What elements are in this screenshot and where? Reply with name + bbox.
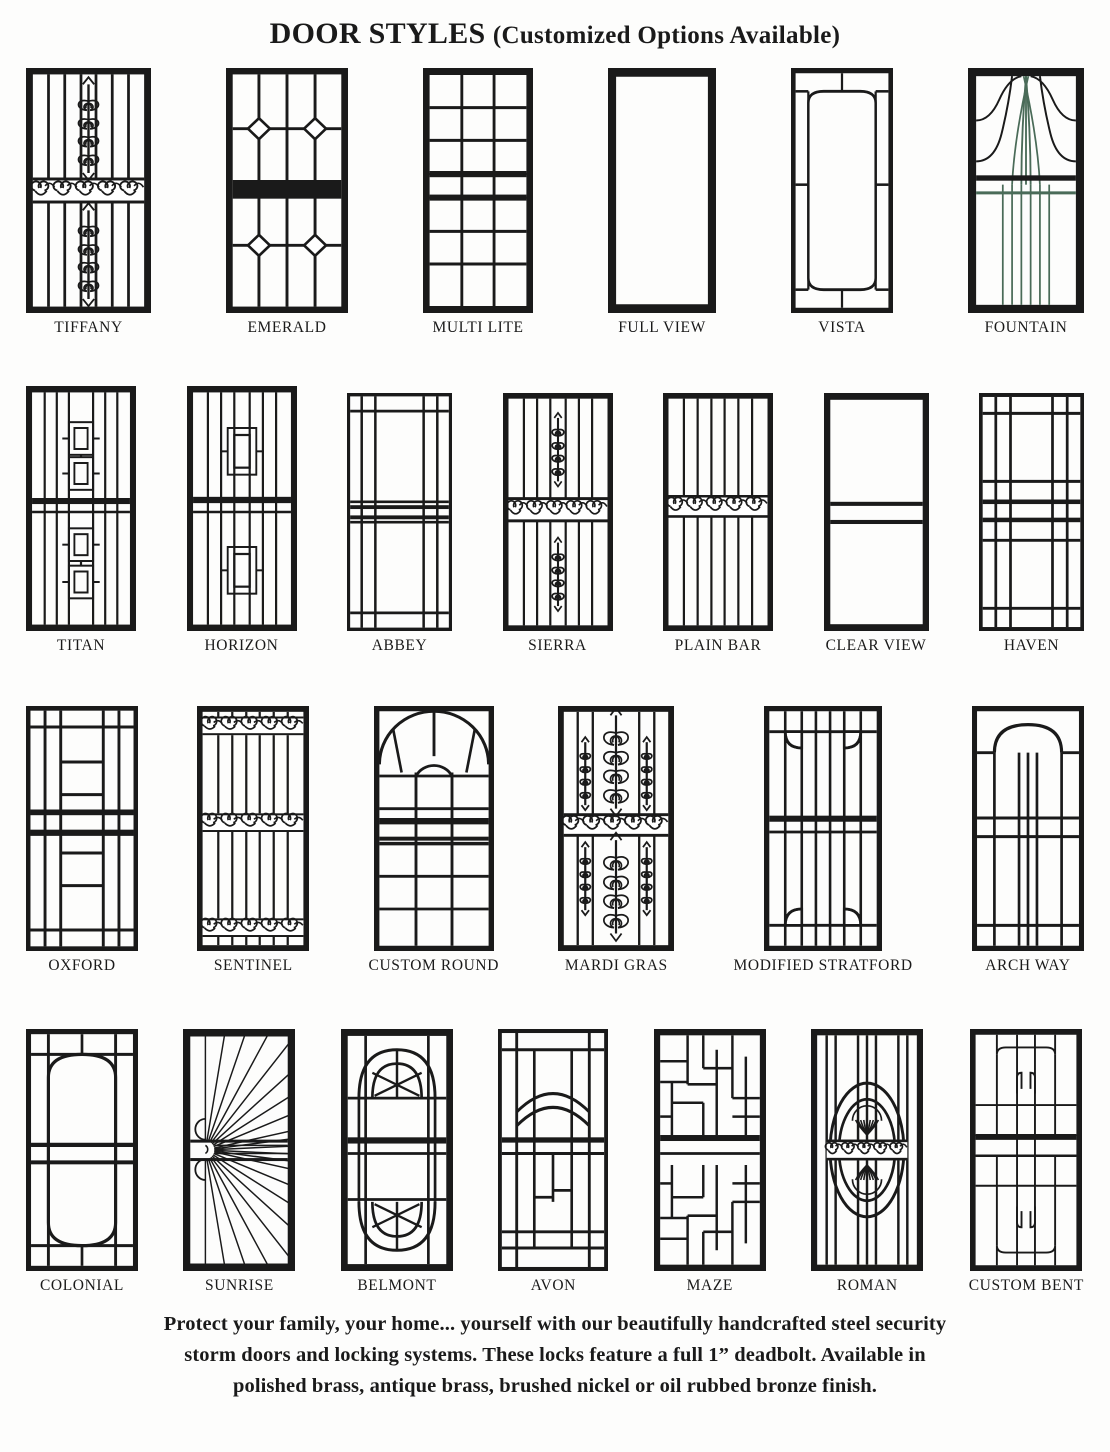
door-style-card[interactable]: MAZE: [653, 1029, 766, 1295]
door-style-label: CLEAR VIEW: [825, 637, 927, 654]
door-style-label: EMERALD: [247, 319, 327, 336]
door-design-avon: [498, 1029, 609, 1271]
door-style-label: ARCH WAY: [985, 957, 1071, 974]
door-style-card[interactable]: ARCH WAY: [971, 706, 1084, 975]
door-design-sierra: [502, 393, 613, 631]
door-design-sunrise: [183, 1029, 296, 1271]
door-style-card[interactable]: ROMAN: [811, 1029, 924, 1295]
door-design-custombent: [970, 1029, 1083, 1271]
page-title-sub: (Customized Options Available): [492, 22, 841, 49]
door-design-archway: [971, 706, 1084, 951]
door-design-stratford: [764, 706, 883, 951]
door-style-label: MODIFIED STRATFORD: [733, 957, 913, 974]
door-style-label: BELMONT: [357, 1277, 437, 1294]
door-style-card[interactable]: OXFORD: [26, 706, 138, 975]
footer-line-1: Protect your family, your home... yourse…: [163, 1313, 947, 1335]
door-style-label: SUNRISE: [205, 1277, 274, 1294]
door-style-card[interactable]: AVON: [498, 1029, 609, 1295]
door-design-maze: [653, 1029, 766, 1271]
door-design-horizon: [186, 386, 297, 631]
door-style-label: PLAIN BAR: [674, 637, 762, 654]
door-design-sentinel: [197, 706, 310, 951]
door-style-label: OXFORD: [48, 957, 116, 974]
door-style-card[interactable]: FOUNTAIN: [968, 68, 1084, 337]
door-row-3: OXFORD SENTINEL CUSTOM ROUND MARDI GRAS MODI…: [0, 690, 1110, 975]
door-style-label: MAZE: [686, 1277, 733, 1294]
door-design-fountain: [968, 68, 1084, 313]
door-style-label: COLONIAL: [39, 1277, 124, 1294]
door-style-label: HAVEN: [1003, 637, 1060, 654]
door-design-belmont: [340, 1029, 453, 1271]
door-style-label: VISTA: [818, 319, 866, 336]
door-design-tiffany: [26, 68, 151, 313]
door-style-label: SENTINEL: [213, 957, 293, 974]
page-title: DOOR STYLES (Customized Options Availabl…: [0, 0, 1110, 52]
door-style-label: CUSTOM BENT: [968, 1277, 1084, 1294]
footer-marketing-copy: Protect your family, your home... yourse…: [0, 1309, 1110, 1402]
door-design-roman: [811, 1029, 924, 1271]
door-style-card[interactable]: VISTA: [791, 68, 893, 337]
door-design-colonial: [26, 1029, 138, 1271]
door-style-label: SIERRA: [528, 637, 587, 654]
door-design-titan: [26, 386, 136, 631]
door-style-card[interactable]: TIFFANY: [26, 68, 151, 337]
door-design-oxford: [26, 706, 138, 951]
door-style-card[interactable]: HORIZON: [186, 386, 297, 655]
door-style-label: CUSTOM ROUND: [368, 957, 500, 974]
door-design-multilite: [423, 68, 533, 313]
door-design-abbey: [347, 393, 452, 631]
door-design-fullview: [608, 68, 716, 313]
door-style-label: AVON: [530, 1277, 576, 1294]
door-style-label: ABBEY: [371, 637, 428, 654]
door-style-card[interactable]: TITAN: [26, 386, 136, 655]
door-design-customround: [373, 706, 494, 951]
door-style-card[interactable]: BELMONT: [340, 1029, 453, 1295]
door-design-plainbar: [663, 393, 773, 631]
footer-line-2: storm doors and locking systems. These l…: [184, 1344, 926, 1366]
door-design-vista: [791, 68, 893, 313]
door-style-card[interactable]: CUSTOM BENT: [969, 1029, 1084, 1295]
door-style-card[interactable]: MULTI LITE: [423, 68, 533, 337]
footer-line-3: polished brass, antique brass, brushed n…: [232, 1375, 877, 1397]
door-style-card[interactable]: CLEAR VIEW: [823, 393, 929, 655]
door-style-label: TIFFANY: [54, 319, 123, 336]
door-style-label: FULL VIEW: [618, 319, 706, 336]
door-design-mardigras: [558, 706, 675, 951]
door-style-label: HORIZON: [204, 637, 279, 654]
door-style-card[interactable]: ABBEY: [347, 393, 452, 655]
door-style-card[interactable]: HAVEN: [979, 393, 1084, 655]
door-style-card[interactable]: EMERALD: [226, 68, 348, 337]
door-style-card[interactable]: FULL VIEW: [608, 68, 716, 337]
door-style-card[interactable]: SENTINEL: [197, 706, 310, 975]
door-style-card[interactable]: CUSTOM ROUND: [369, 706, 500, 975]
door-style-label: ROMAN: [836, 1277, 898, 1294]
door-style-label: MARDI GRAS: [564, 957, 668, 974]
door-row-4: COLONIAL SUNRISE BELMONT AVON MAZE ROMAN CUSTO…: [0, 1010, 1110, 1295]
door-row-2: TITAN HORIZON ABBEY SIERRA PLAIN BAR CLEAR VI…: [0, 370, 1110, 655]
door-design-haven: [979, 393, 1084, 631]
door-style-card[interactable]: MODIFIED STRATFORD: [734, 706, 913, 975]
door-style-label: FOUNTAIN: [984, 319, 1068, 336]
door-style-card[interactable]: PLAIN BAR: [663, 393, 773, 655]
door-row-1: TIFFANY EMERALD MULTI LITE FULL VIEW VISTA FO…: [0, 52, 1110, 337]
door-design-emerald: [226, 68, 348, 313]
door-style-card[interactable]: COLONIAL: [26, 1029, 138, 1295]
door-style-label: MULTI LITE: [432, 319, 524, 336]
door-style-card[interactable]: SIERRA: [502, 393, 613, 655]
door-design-clearview: [823, 393, 929, 631]
door-style-label: TITAN: [56, 637, 106, 654]
page-title-main: DOOR STYLES: [269, 17, 486, 50]
door-style-card[interactable]: MARDI GRAS: [558, 706, 675, 975]
door-style-card[interactable]: SUNRISE: [183, 1029, 296, 1295]
